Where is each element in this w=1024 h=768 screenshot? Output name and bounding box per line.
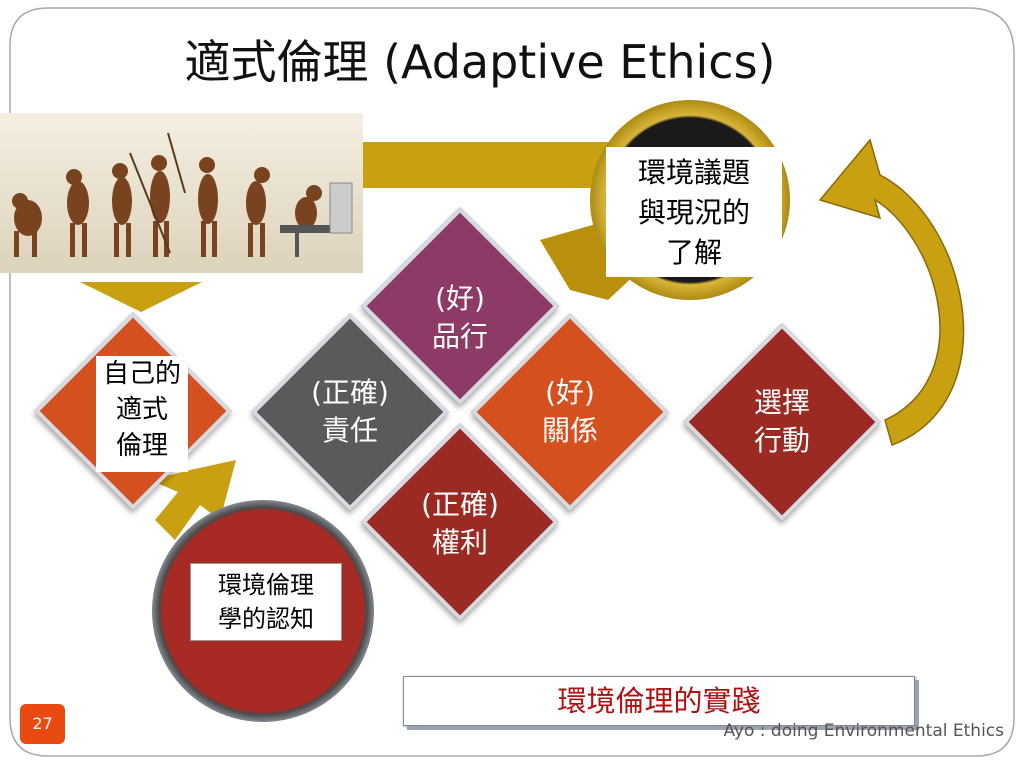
issues-line-3: 了解: [665, 236, 722, 269]
curved-arrow-icon: [818, 138, 965, 446]
relationship-label-2: 關係: [541, 414, 598, 447]
issues-box: 環境議題 與現況的 了解: [606, 147, 782, 277]
rights-label-2: 權利: [431, 526, 488, 559]
practice-subtitle: 環境倫理的實踐: [403, 676, 915, 726]
conduct-label-1: (好): [435, 282, 485, 315]
rights-label-1: (正確): [421, 488, 499, 521]
cognition-line-2: 學的認知: [218, 605, 314, 633]
page-title: 適式倫理 (Adaptive Ethics): [184, 35, 776, 89]
page-number: 27: [20, 704, 65, 744]
self-ethics-box: 自己的 適式 倫理: [96, 356, 188, 472]
responsibility-label-2: 責任: [321, 414, 378, 447]
relationship-label-1: (好): [545, 376, 595, 409]
cognition-line-1: 環境倫理: [218, 571, 314, 599]
self-ethics-line-3: 倫理: [115, 431, 168, 461]
top-connector-bar: [360, 142, 620, 188]
self-ethics-line-1: 自己的: [102, 359, 181, 389]
self-ethics-line-2: 適式: [115, 395, 168, 425]
issues-line-1: 環境議題: [637, 156, 750, 189]
action-label-2: 行動: [753, 424, 810, 457]
slide-frame: [9, 7, 1015, 757]
relationship-label: (好) 關係: [510, 374, 630, 450]
action-label: 選擇 行動: [722, 384, 842, 460]
responsibility-label: (正確) 責任: [290, 374, 410, 450]
conduct-label: (好) 品行: [400, 280, 520, 356]
conduct-label-2: 品行: [431, 320, 488, 353]
human-evolution-image: [0, 113, 363, 273]
footer-text: Ayo : doing Environmental Ethics: [723, 721, 1004, 741]
action-label-1: 選擇: [753, 386, 810, 419]
issues-line-2: 與現況的: [637, 196, 750, 229]
cognition-arrow: [150, 460, 236, 540]
cognition-box: 環境倫理 學的認知: [190, 563, 342, 641]
rights-label: (正確) 權利: [400, 486, 520, 562]
responsibility-label-1: (正確): [311, 376, 389, 409]
down-arrow: [80, 282, 202, 312]
